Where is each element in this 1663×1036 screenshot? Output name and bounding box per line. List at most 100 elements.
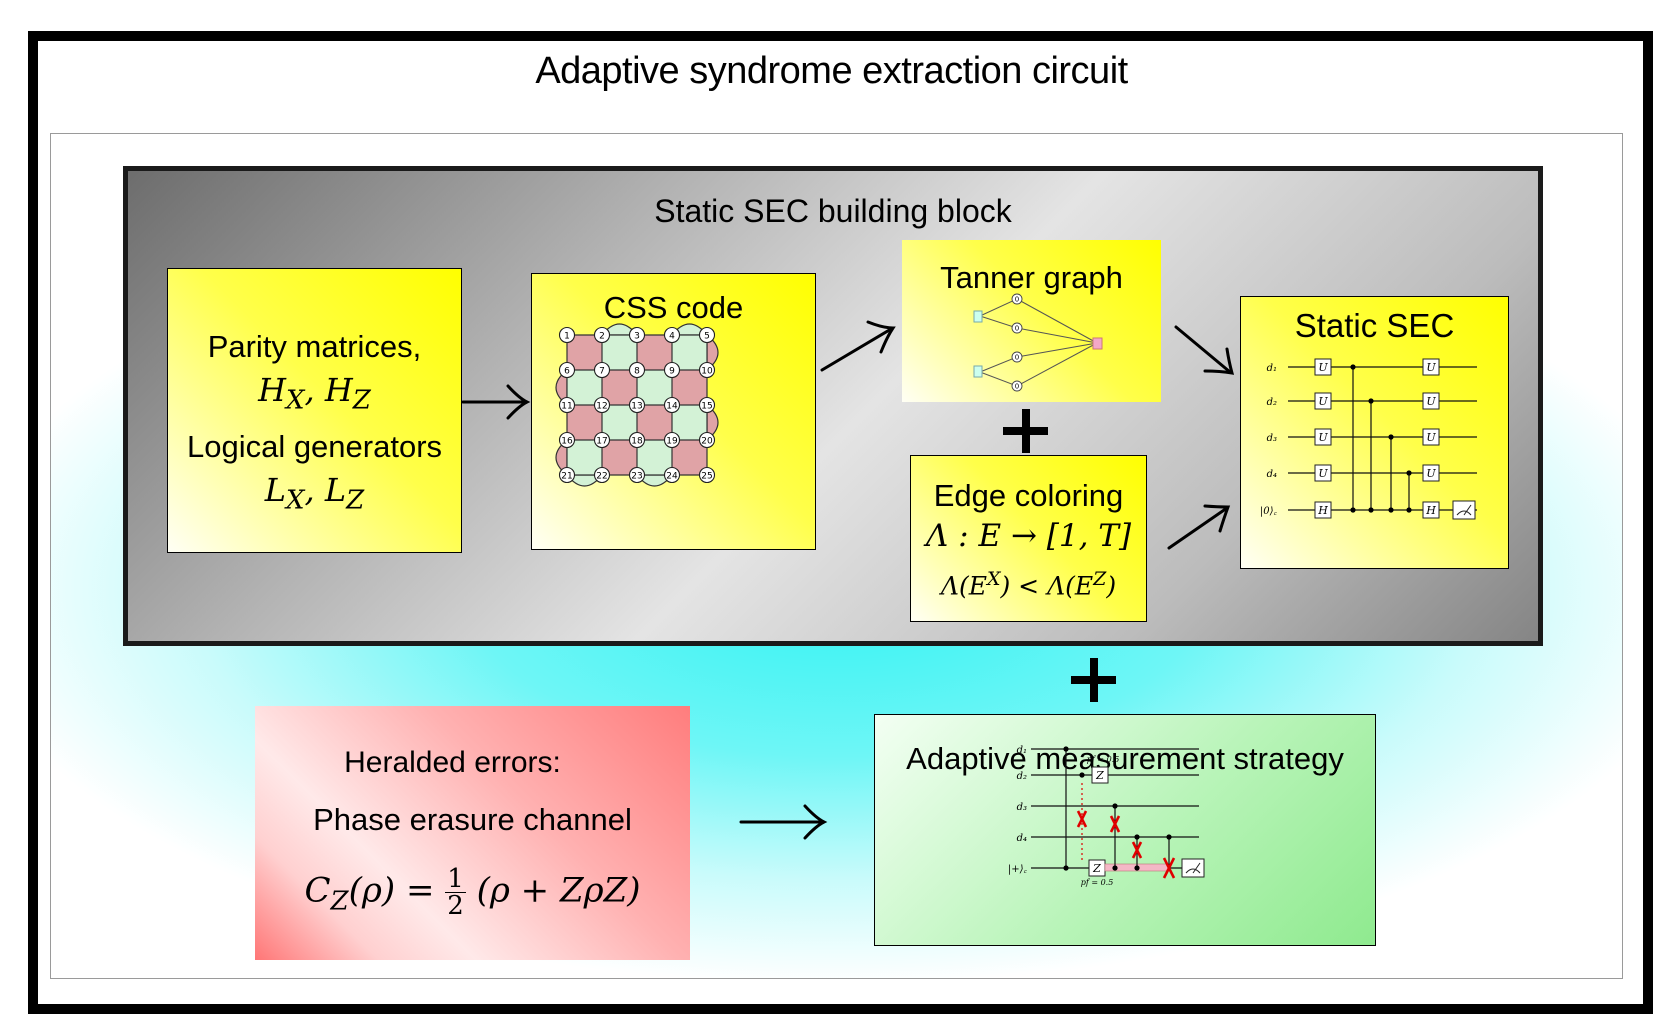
qubit-node: [663, 396, 681, 414]
gate-label: U: [1318, 467, 1328, 480]
gate-box: [1422, 501, 1440, 519]
qubit-node: [628, 361, 646, 379]
tanner-qubit-label: 0: [1015, 383, 1019, 391]
wire-label: d₃: [1017, 802, 1027, 813]
qubit-node-label: 7: [599, 366, 605, 376]
gate-label: H: [1317, 504, 1328, 517]
tanner-qubit-node: [1011, 380, 1023, 392]
qubit-node-label: 23: [631, 471, 642, 481]
heralded-errors-label: Heralded errors:: [344, 746, 561, 779]
plaquette: [567, 440, 602, 475]
target-dot: [1406, 507, 1412, 513]
qubit-node-label: 19: [666, 436, 678, 446]
qubit-node: [663, 466, 681, 484]
static-block-title: Static SEC building block: [654, 193, 1012, 229]
gate-box: [1422, 392, 1440, 410]
x-check-node-1: [973, 310, 983, 323]
qubit-node: [663, 431, 681, 449]
control-dot: [1166, 834, 1172, 840]
qubit-node: [593, 361, 611, 379]
control-dot: [1079, 772, 1085, 778]
gate-label: U: [1318, 431, 1328, 444]
gate-label: U: [1426, 395, 1436, 408]
wire-label: d₁: [1017, 745, 1027, 756]
meter-needle: [1192, 862, 1201, 874]
edge-coloring-map: Λ : E → [1, T]: [925, 518, 1132, 554]
qubit-node: [593, 396, 611, 414]
plaquette: [602, 405, 637, 440]
qubit-node-label: 17: [596, 436, 607, 446]
control-dot: [1350, 364, 1356, 370]
meter-arc: [1185, 868, 1201, 874]
qubit-node-label: 14: [666, 401, 678, 411]
control-dot: [1112, 803, 1118, 809]
qubit-node: [558, 326, 576, 344]
heralded-errors-box: Heralded errors: Phase erasure channel C…: [255, 706, 690, 960]
plaquette: [637, 335, 672, 370]
plaquette: [672, 370, 707, 405]
qubit-node-label: 22: [596, 471, 607, 481]
plaquette: [672, 440, 707, 475]
plaquette: [637, 440, 672, 475]
gate-box: [1314, 392, 1332, 410]
control-dot: [1063, 746, 1069, 752]
parity-matrices-label: Parity matrices,: [207, 329, 422, 364]
wire-label: d₂: [1267, 397, 1277, 408]
qubit-node-label: 15: [701, 401, 712, 411]
qubit-node-label: 12: [596, 401, 607, 411]
qubit-node-label: 13: [631, 401, 642, 411]
skip-mark: [1109, 815, 1121, 833]
qubit-node-label: 9: [669, 366, 675, 376]
skip-mark: [1076, 810, 1088, 828]
wire-label: d₁: [1267, 363, 1277, 374]
gate-box: [1314, 428, 1332, 446]
target-dot: [1388, 507, 1394, 513]
gate-label: U: [1426, 431, 1436, 444]
logical-generators-label: Logical generators: [186, 429, 443, 464]
skip-mark: [1131, 841, 1143, 859]
qubit-node: [558, 466, 576, 484]
qubit-node-label: 24: [666, 471, 678, 481]
qubit-node-label: 20: [701, 436, 713, 446]
meter-needle: [1463, 504, 1472, 516]
plaquette: [637, 405, 672, 440]
gate-box: [1314, 501, 1332, 519]
qubit-node: [698, 396, 716, 414]
wire-label: |+⟩꜀: [1008, 864, 1028, 875]
qubit-node-label: 18: [631, 436, 643, 446]
target-dot: [1134, 865, 1140, 871]
gate-box: [1422, 428, 1440, 446]
z-gate-label: Z: [1092, 862, 1101, 875]
gate-label: U: [1426, 467, 1436, 480]
qubit-node-label: 16: [561, 436, 573, 446]
x-check-node-2: [973, 365, 983, 378]
qubit-node: [698, 326, 716, 344]
qubit-node-label: 6: [564, 366, 570, 376]
z-gate-box: [1091, 766, 1109, 784]
qubit-node: [593, 466, 611, 484]
measurement-box: [1452, 500, 1476, 520]
gate-box: [1422, 464, 1440, 482]
qubit-node: [628, 396, 646, 414]
qubit-node: [593, 326, 611, 344]
plaquette: [567, 335, 602, 370]
wire-label: d₂: [1017, 771, 1027, 782]
phase-erasure-label: Phase erasure channel: [313, 802, 632, 837]
qubit-node: [628, 326, 646, 344]
qubit-node: [558, 361, 576, 379]
plaquette: [567, 370, 602, 405]
gate-box: [1314, 358, 1332, 376]
qubit-node: [698, 431, 716, 449]
qubit-node: [698, 466, 716, 484]
control-dot: [1388, 434, 1394, 440]
plaquette: [602, 370, 637, 405]
edge-coloring-order: Λ(EX) < Λ(EZ): [940, 568, 1117, 601]
control-dot: [1368, 398, 1374, 404]
parity-matrices-formula: HX, HZ: [258, 371, 371, 416]
tanner-qubit-label: 0: [1015, 354, 1019, 362]
plaquette: [672, 335, 707, 370]
